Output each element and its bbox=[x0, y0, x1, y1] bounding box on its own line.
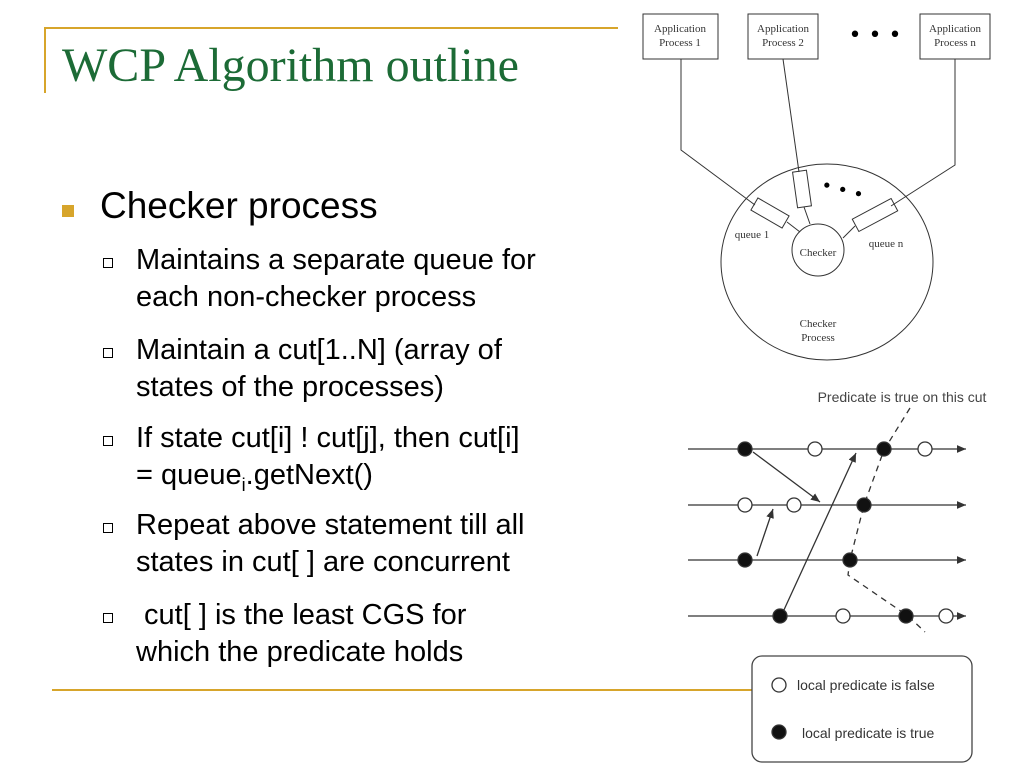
sub-bullet-5-line-2: which the predicate holds bbox=[136, 636, 464, 668]
sub-bullet-5-line-1: cut[ ] is the least CGS for bbox=[136, 599, 467, 631]
cut-dashed-line bbox=[847, 407, 926, 633]
slide-title: WCP Algorithm outline bbox=[62, 39, 519, 92]
hollow-square-bullet-icon bbox=[103, 258, 113, 268]
hollow-square-bullet-icon bbox=[103, 436, 113, 446]
top-accent-line bbox=[44, 27, 618, 29]
p1-state-2-false bbox=[807, 441, 823, 457]
app-box-n bbox=[919, 13, 991, 60]
legend-true-label: local predicate is true bbox=[802, 725, 935, 741]
left-accent-line bbox=[44, 27, 46, 93]
message-p4-to-p1 bbox=[782, 452, 857, 613]
checker-label: Checker bbox=[800, 247, 837, 259]
p1-state-1-true bbox=[737, 441, 753, 457]
p2-state-1-false bbox=[737, 497, 753, 513]
legend-false-label: local predicate is false bbox=[797, 677, 935, 693]
p1-state-3-true bbox=[876, 441, 892, 457]
sub-bullet-3-line-1: If state cut[i] ! cut[j], then cut[i] bbox=[136, 422, 520, 454]
p4-state-4-false bbox=[938, 608, 954, 624]
appn-line1: Application bbox=[929, 23, 981, 35]
cut-annotation: Predicate is true on this cut bbox=[818, 389, 987, 405]
legend-box bbox=[751, 655, 973, 763]
sub-bullet-1-line-2: each non-checker process bbox=[136, 281, 477, 313]
bottom-accent-line bbox=[52, 689, 752, 691]
app1-to-queue1-line bbox=[680, 59, 756, 206]
checker-process-line2: Process bbox=[801, 332, 835, 344]
p4-state-3-true bbox=[898, 608, 914, 624]
p3-state-1-true bbox=[737, 552, 753, 568]
legend-true-icon bbox=[771, 724, 787, 740]
p2-state-2-false bbox=[786, 497, 802, 513]
app1-line2: Process 1 bbox=[659, 37, 701, 49]
app-box-2 bbox=[747, 13, 819, 60]
sub-bullet-3-line-2: = queuei.getNext() bbox=[136, 457, 373, 503]
message-p1-to-p2 bbox=[752, 451, 821, 503]
app2-line1: Application bbox=[757, 23, 809, 35]
subscript-i: i bbox=[241, 474, 246, 495]
main-bullet-text: Checker process bbox=[100, 185, 378, 226]
queue-n-label: queue n bbox=[869, 238, 904, 250]
sub-bullet-1-line-1: Maintains a separate queue for bbox=[136, 244, 536, 276]
sub-bullet-3-line-2-post: .getNext() bbox=[245, 459, 373, 491]
hollow-square-bullet-icon bbox=[103, 613, 113, 623]
sub-bullet-4-line-1: Repeat above statement till all bbox=[136, 509, 525, 541]
ellipsis-dots: • • • bbox=[849, 23, 902, 48]
p1-state-4-false bbox=[917, 441, 933, 457]
app2-to-queue2-line bbox=[782, 58, 800, 173]
app2-line2: Process 2 bbox=[762, 37, 804, 49]
queue-2-rect bbox=[791, 169, 813, 209]
queue-n-rect bbox=[851, 197, 899, 233]
message-p3-to-p2 bbox=[756, 508, 774, 557]
sub-bullet-2-line-1: Maintain a cut[1..N] (array of bbox=[136, 334, 502, 366]
queuen-to-checker-line bbox=[842, 225, 856, 239]
p2-state-3-true bbox=[856, 497, 872, 513]
appn-line2: Process n bbox=[934, 37, 976, 49]
p4-state-2-false bbox=[835, 608, 851, 624]
queue2-to-checker-line bbox=[803, 206, 811, 225]
checker-process-line1: Checker bbox=[800, 318, 837, 330]
checker-circle bbox=[791, 223, 845, 277]
sub-bullet-4-line-2: states in cut[ ] are concurrent bbox=[136, 546, 510, 578]
app-box-1 bbox=[642, 13, 719, 60]
app1-line1: Application bbox=[654, 23, 706, 35]
appn-to-queuen-line bbox=[890, 59, 956, 207]
p4-state-1-true bbox=[772, 608, 788, 624]
queue1-to-checker-line bbox=[786, 221, 801, 233]
queue-1-label: queue 1 bbox=[735, 229, 770, 241]
p3-state-2-true bbox=[842, 552, 858, 568]
square-bullet-icon bbox=[62, 205, 74, 217]
sub-bullet-2-line-2: states of the processes) bbox=[136, 371, 444, 403]
legend-false-icon bbox=[771, 677, 787, 693]
sub-bullet-3-line-2-pre: = queue bbox=[136, 459, 242, 491]
checker-process-circle bbox=[720, 163, 934, 361]
hollow-square-bullet-icon bbox=[103, 523, 113, 533]
hollow-square-bullet-icon bbox=[103, 348, 113, 358]
